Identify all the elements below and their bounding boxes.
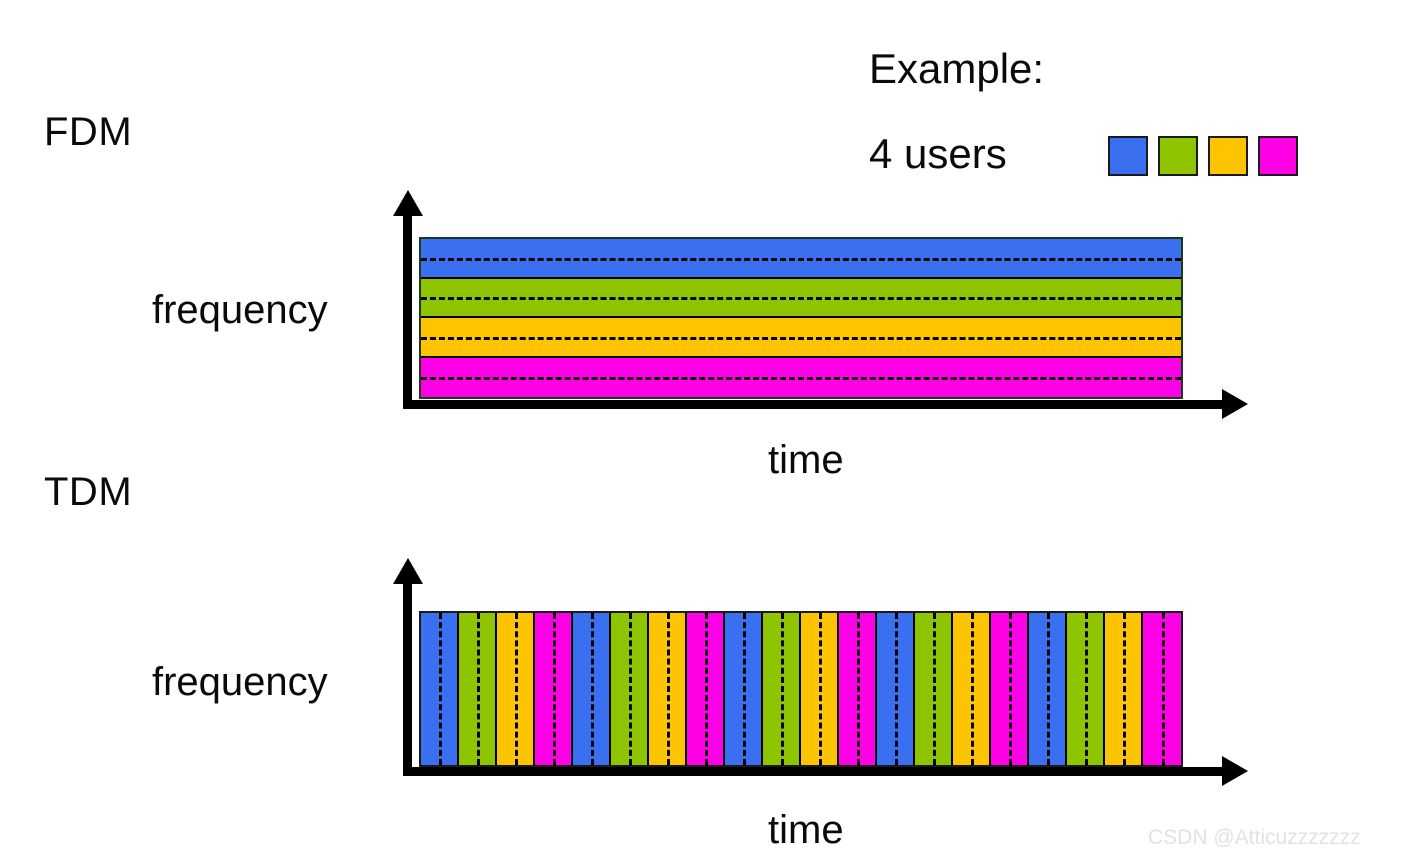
tdm-slot-centerline [933, 613, 936, 765]
fdm-band-centerline [421, 336, 1181, 340]
tdm-slot-centerline [667, 613, 670, 765]
tdm-slot-centerline [1123, 613, 1126, 765]
tdm-slot-user-1-13 [877, 613, 915, 765]
fdm-scheme-label: FDM [44, 110, 133, 154]
tdm-slot-strip [419, 611, 1183, 767]
tdm-slot-centerline [1162, 613, 1165, 765]
fdm-y-axis-label: frequency [152, 288, 328, 332]
tdm-y-axis-arrow-icon [393, 558, 423, 584]
tdm-slot-user-3-15 [953, 613, 991, 765]
tdm-slot-centerline [1009, 613, 1012, 765]
tdm-slot-centerline [743, 613, 746, 765]
tdm-slot-centerline [781, 613, 784, 765]
fdm-x-axis-label: time [768, 438, 844, 482]
fdm-band-user-1 [421, 239, 1181, 279]
legend [1108, 136, 1298, 176]
tdm-slot-centerline [1047, 613, 1050, 765]
tdm-slot-user-3-11 [801, 613, 839, 765]
fdm-band-centerline [421, 377, 1181, 381]
tdm-slot-centerline [629, 613, 632, 765]
tdm-slot-user-2-14 [915, 613, 953, 765]
tdm-slot-user-1-1 [421, 613, 459, 765]
fdm-band-centerline [421, 297, 1181, 301]
fdm-x-axis-arrow-icon [1222, 389, 1248, 419]
fdm-band-user-3 [421, 318, 1181, 358]
tdm-x-axis-label: time [768, 808, 844, 852]
fdm-y-axis-line [403, 214, 412, 409]
tdm-slot-user-4-20 [1143, 613, 1181, 765]
tdm-slot-user-1-9 [725, 613, 763, 765]
tdm-slot-centerline [1085, 613, 1088, 765]
tdm-slot-centerline [857, 613, 860, 765]
tdm-slot-user-4-12 [839, 613, 877, 765]
tdm-slot-centerline [553, 613, 556, 765]
tdm-slot-user-4-8 [687, 613, 725, 765]
watermark: CSDN @Atticuzzzzzzz [1148, 826, 1361, 849]
tdm-slot-centerline [439, 613, 442, 765]
tdm-slot-centerline [515, 613, 518, 765]
tdm-slot-user-1-5 [573, 613, 611, 765]
tdm-slot-centerline [477, 613, 480, 765]
tdm-slot-user-3-7 [649, 613, 687, 765]
fdm-band-stack [419, 237, 1183, 399]
legend-swatch-user-1 [1108, 136, 1148, 176]
tdm-slot-user-4-4 [535, 613, 573, 765]
fdm-band-user-2 [421, 278, 1181, 318]
tdm-slot-centerline [971, 613, 974, 765]
fdm-band-user-4 [421, 357, 1181, 397]
tdm-slot-centerline [895, 613, 898, 765]
legend-swatch-user-3 [1208, 136, 1248, 176]
tdm-scheme-label: TDM [44, 470, 133, 514]
tdm-slot-user-3-19 [1105, 613, 1143, 765]
legend-swatch-user-2 [1158, 136, 1198, 176]
tdm-y-axis-line [403, 582, 412, 776]
tdm-slot-user-3-3 [497, 613, 535, 765]
tdm-slot-user-1-17 [1029, 613, 1067, 765]
legend-swatch-user-4 [1258, 136, 1298, 176]
example-title: Example: [869, 45, 1045, 92]
tdm-slot-centerline [591, 613, 594, 765]
tdm-x-axis-line [403, 767, 1223, 776]
fdm-x-axis-line [403, 400, 1223, 409]
fdm-y-axis-arrow-icon [393, 190, 423, 216]
tdm-slot-centerline [705, 613, 708, 765]
tdm-slot-user-2-10 [763, 613, 801, 765]
tdm-slot-user-2-18 [1067, 613, 1105, 765]
tdm-slot-user-2-2 [459, 613, 497, 765]
tdm-slot-user-4-16 [991, 613, 1029, 765]
tdm-slot-centerline [819, 613, 822, 765]
tdm-slot-user-2-6 [611, 613, 649, 765]
tdm-y-axis-label: frequency [152, 660, 328, 704]
fdm-band-centerline [421, 257, 1181, 261]
tdm-x-axis-arrow-icon [1222, 756, 1248, 786]
example-subtitle: 4 users [869, 130, 1007, 177]
